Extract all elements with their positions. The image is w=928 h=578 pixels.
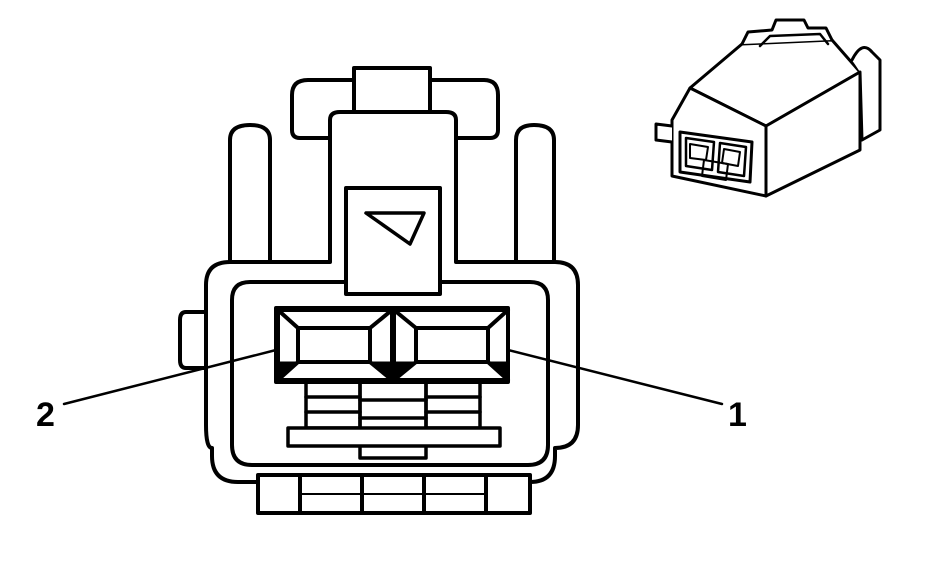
left-lug bbox=[178, 310, 210, 370]
left-ear bbox=[228, 123, 272, 264]
connector-housing bbox=[204, 110, 580, 484]
thumbnail-flange bbox=[850, 46, 882, 142]
latch-tab-top bbox=[352, 66, 432, 114]
callout-label-1: 1 bbox=[728, 396, 747, 434]
thumbnail-latch bbox=[740, 18, 834, 46]
thumbnail-cavity-frame bbox=[678, 130, 754, 184]
terminal-cavity-1 bbox=[392, 308, 510, 382]
housing-inner-outline bbox=[230, 280, 550, 467]
connector-icon bbox=[654, 18, 882, 198]
thumbnail-front-face bbox=[670, 86, 768, 198]
callout-label-2: 2 bbox=[36, 396, 55, 434]
leader-line-2 bbox=[62, 348, 278, 406]
thumbnail-side-pin bbox=[654, 122, 674, 144]
leader-line-1 bbox=[506, 348, 724, 406]
terminal-lock-fingers bbox=[286, 380, 502, 460]
connector-front-view bbox=[178, 66, 580, 515]
terminal-cavity-2 bbox=[276, 308, 394, 382]
polarity-window bbox=[344, 186, 442, 296]
triangle-icon bbox=[364, 211, 426, 246]
right-ear bbox=[514, 123, 556, 264]
